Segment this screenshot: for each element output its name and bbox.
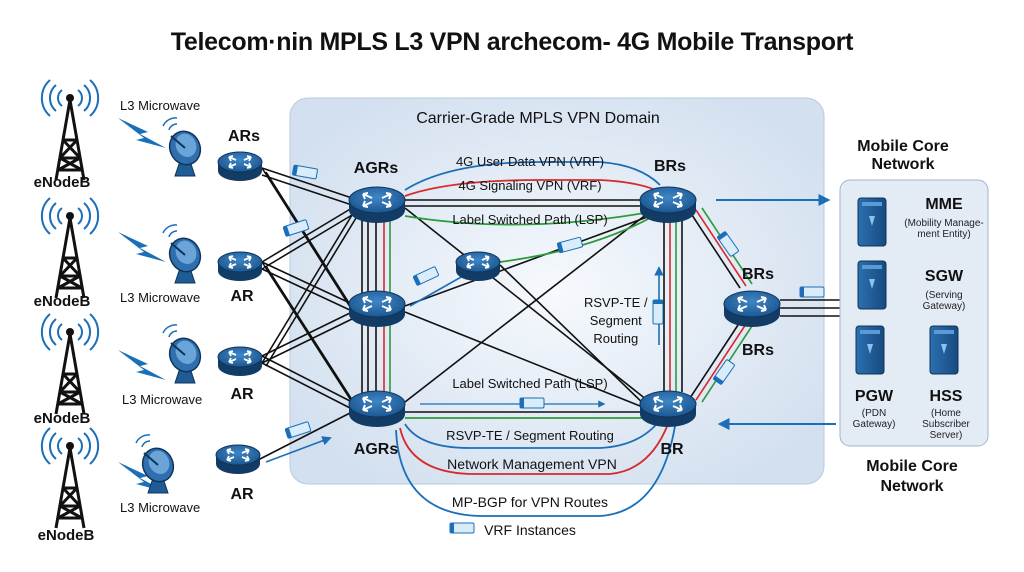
agrs-label: AGRs — [353, 160, 399, 177]
microwave-label: L3 Microwave — [122, 392, 203, 407]
vrf-label: VRF Instances — [484, 522, 576, 538]
enodeb-tower-icon — [40, 312, 100, 416]
enodeb-label: eNodeB — [37, 527, 95, 544]
br-router-icon — [639, 390, 697, 428]
microwave-link-icon — [118, 118, 166, 148]
mme-desc: (Mobility Manage- ment Entity) — [904, 218, 984, 240]
ar-label: AR — [230, 386, 254, 403]
lsp-bottom-label: Label Switched Path (LSP) — [452, 376, 608, 391]
ar-label: AR — [230, 486, 254, 503]
hss-desc: (Home Subscriber Server) — [922, 408, 970, 441]
pgw-label: PGW — [854, 388, 894, 405]
signaling-vpn-label: 4G Signaling VPN (VRF) — [458, 178, 602, 193]
microwave-link-icon — [118, 232, 166, 262]
microwave-dish-icon — [162, 116, 207, 177]
domain-label: Carrier-Grade MPLS VPN Domain — [416, 110, 660, 127]
mobile-core-box — [839, 179, 989, 447]
hss-server-icon — [929, 325, 959, 375]
agr-router-icon — [348, 186, 406, 224]
brs-label: BRs — [741, 266, 775, 283]
enodeb-tower-icon — [40, 196, 100, 300]
sgw-server-icon — [857, 260, 887, 310]
packet-icon — [652, 299, 664, 325]
brs-label: BRs — [653, 158, 687, 175]
microwave-dish-icon — [162, 323, 207, 384]
agr-router-icon — [348, 290, 406, 328]
pgw-desc: (PDN Gateway) — [852, 408, 896, 430]
enodeb-tower-icon — [40, 78, 100, 182]
packet-icon — [799, 286, 825, 298]
microwave-link-icon — [118, 350, 166, 380]
enodeb-tower-icon — [40, 426, 100, 530]
enodeb-label: eNodeB — [33, 174, 91, 191]
mpbgp-label: MP-BGP for VPN Routes — [451, 494, 609, 510]
br-router-right-icon — [723, 290, 781, 328]
microwave-label: L3 Microwave — [120, 500, 201, 515]
mid-router-icon — [455, 251, 501, 282]
rsvp-mid-label: RSVP-TE / Segment Routing — [584, 295, 648, 346]
pgw-server-icon — [855, 325, 885, 375]
lsp-top-label: Label Switched Path (LSP) — [452, 212, 608, 227]
mme-label: MME — [925, 196, 963, 213]
access-router-icon — [215, 444, 261, 475]
access-router-icon — [217, 151, 263, 182]
agrs-label: AGRs — [353, 441, 399, 458]
mme-server-icon — [857, 197, 887, 247]
core-title-bottom: Mobile Core Network — [866, 458, 958, 495]
packet-icon — [449, 522, 475, 534]
rsvp-bottom-label: RSVP-TE / Segment Routing — [446, 428, 614, 443]
access-router-icon — [217, 346, 263, 377]
br-label: BR — [660, 441, 684, 458]
packet-icon — [519, 397, 545, 409]
mgmt-vpn-label: Network Management VPN — [447, 456, 617, 472]
microwave-dish-icon — [162, 223, 207, 284]
enodeb-label: eNodeB — [33, 293, 91, 310]
hss-label: HSS — [929, 388, 963, 405]
br-router-icon — [639, 186, 697, 224]
microwave-label: L3 Microwave — [120, 98, 201, 113]
sgw-label: SGW — [924, 268, 964, 285]
enodeb-label: eNodeB — [33, 410, 91, 427]
core-title: Mobile Core Network — [857, 138, 949, 173]
ar-label: AR — [230, 288, 254, 305]
agr-router-icon — [348, 390, 406, 428]
microwave-label: L3 Microwave — [120, 290, 201, 305]
diagram-title: Telecom·nin MPLS L3 VPN archecom- 4G Mob… — [170, 28, 854, 56]
ars-label: ARs — [227, 128, 261, 145]
brs-label: BRs — [741, 342, 775, 359]
sgw-desc: (Serving Gateway) — [922, 290, 966, 312]
user-vpn-label: 4G User Data VPN (VRF) — [455, 154, 605, 169]
access-router-icon — [217, 251, 263, 282]
